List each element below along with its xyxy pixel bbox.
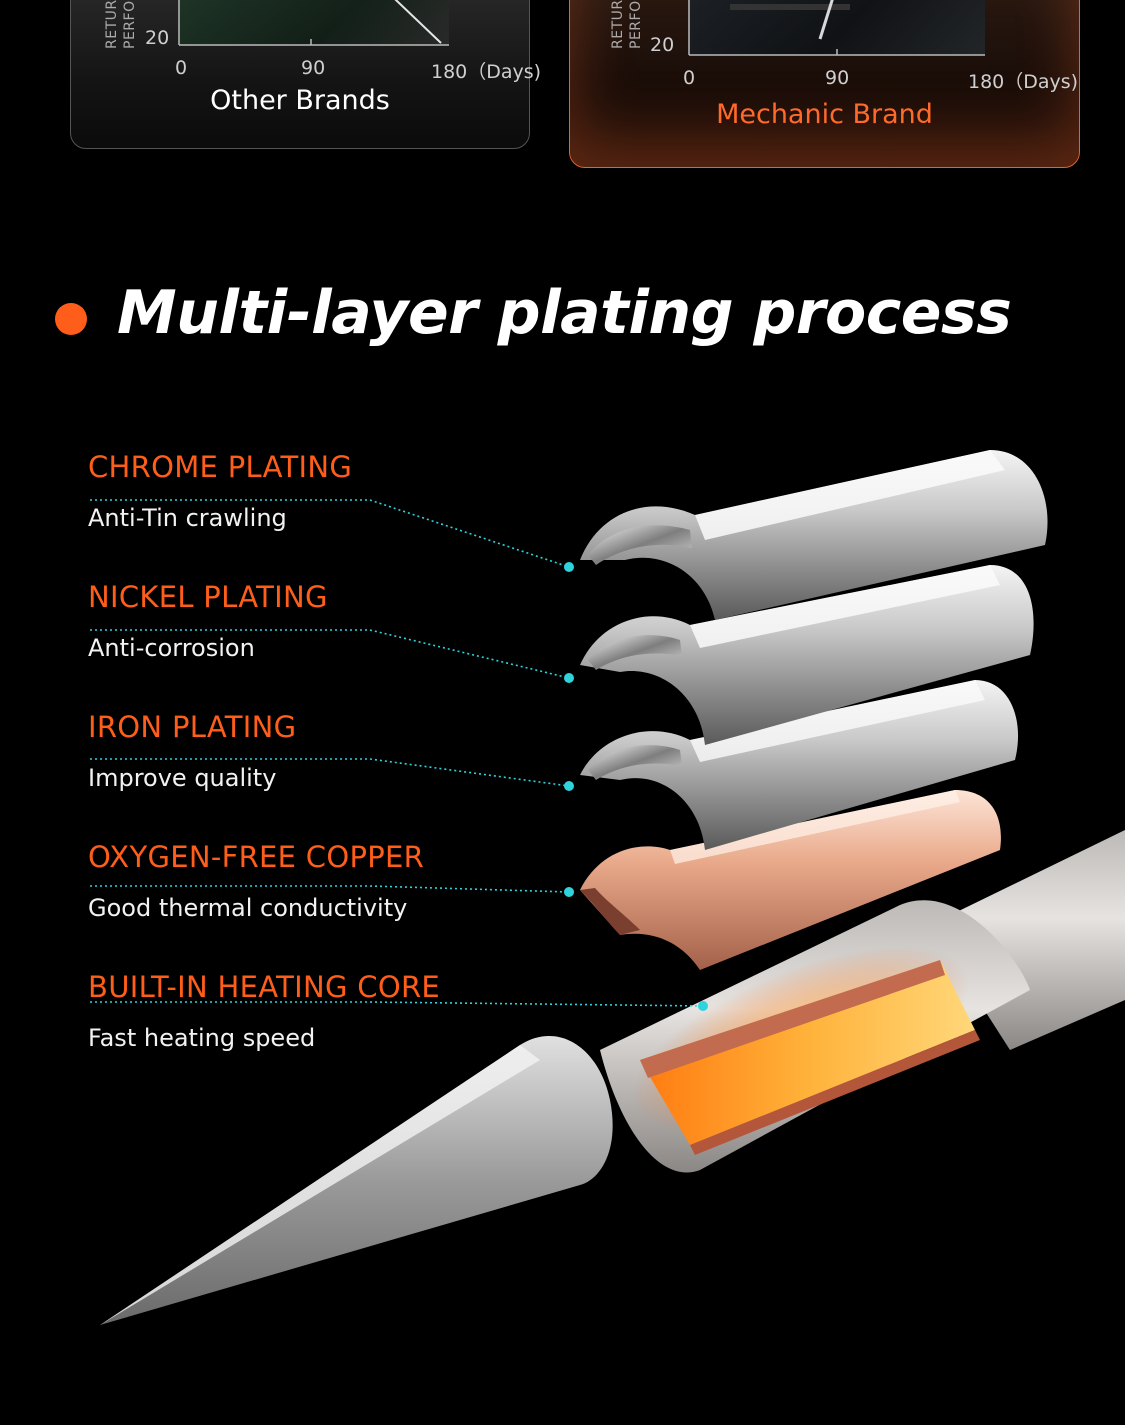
iron-layer [580,680,1019,850]
mechanic-brand-card: RETUR PERFO 20 0 90 180（Days) Mechanic B… [569,0,1080,168]
bullet-dot-icon [55,303,87,335]
connector-dot-chrome [564,562,574,572]
connector-chrome [90,499,570,568]
layer-name: CHROME PLATING [88,450,353,484]
layer-name: IRON PLATING [88,710,297,744]
connector-dot-iron [564,781,574,791]
connector-dot-nickel [564,673,574,683]
mechanic-brand-chart-lines [688,0,985,56]
connector-lines [90,499,704,1007]
layer-label-nickel: NICKEL PLATING Anti-corrosion [88,580,328,662]
layer-name: OXYGEN-FREE COPPER [88,840,425,874]
other-brands-y-tick: 20 [145,27,170,49]
other-brands-title: Other Brands [210,85,390,116]
mechanic-brand-x-tick-0: 0 [683,67,696,89]
layer-desc: Good thermal conductivity [88,894,408,922]
mechanic-brand-title: Mechanic Brand [716,99,933,130]
mechanic-brand-x-tick-90: 90 [825,67,850,89]
layer-label-core: BUILT-IN HEATING CORE Fast heating speed [88,970,440,1052]
other-brands-x-tick-0: 0 [175,57,188,79]
connector-dots [564,562,708,1011]
layer-label-copper: OXYGEN-FREE COPPER Good thermal conducti… [88,840,424,922]
connector-dot-core [698,1001,708,1011]
layer-name: BUILT-IN HEATING CORE [88,970,441,1004]
connector-nickel [90,629,570,679]
layer-desc: Fast heating speed [88,1024,316,1052]
mechanic-brand-y-tick: 20 [650,34,675,56]
other-brands-card: RETUR PERFO 20 0 90 180（Days) Other Bran… [70,0,541,149]
section-title: Multi-layer plating process [117,278,1012,348]
nickel-layer [580,565,1034,745]
layer-label-iron: IRON PLATING Improve quality [88,710,296,792]
connector-core [90,1001,704,1007]
mechanic-brand-x-tick-180: 180（Days) [968,71,1079,93]
layer-desc: Improve quality [88,764,277,792]
connector-iron [90,758,570,787]
connector-copper [90,885,570,893]
other-brands-x-tick-90: 90 [301,57,326,79]
layer-desc: Anti-Tin crawling [88,504,287,532]
chrome-layer [580,450,1048,620]
copper-layer [580,790,1001,970]
layer-label-chrome: CHROME PLATING Anti-Tin crawling [88,450,352,532]
layer-desc: Anti-corrosion [88,634,255,662]
heating-core [631,946,980,1155]
other-brands-x-tick-180: 180（Days) [431,61,542,83]
layer-name: NICKEL PLATING [88,580,328,614]
other-brands-chart-lines [178,0,449,46]
connector-dot-copper [564,887,574,897]
